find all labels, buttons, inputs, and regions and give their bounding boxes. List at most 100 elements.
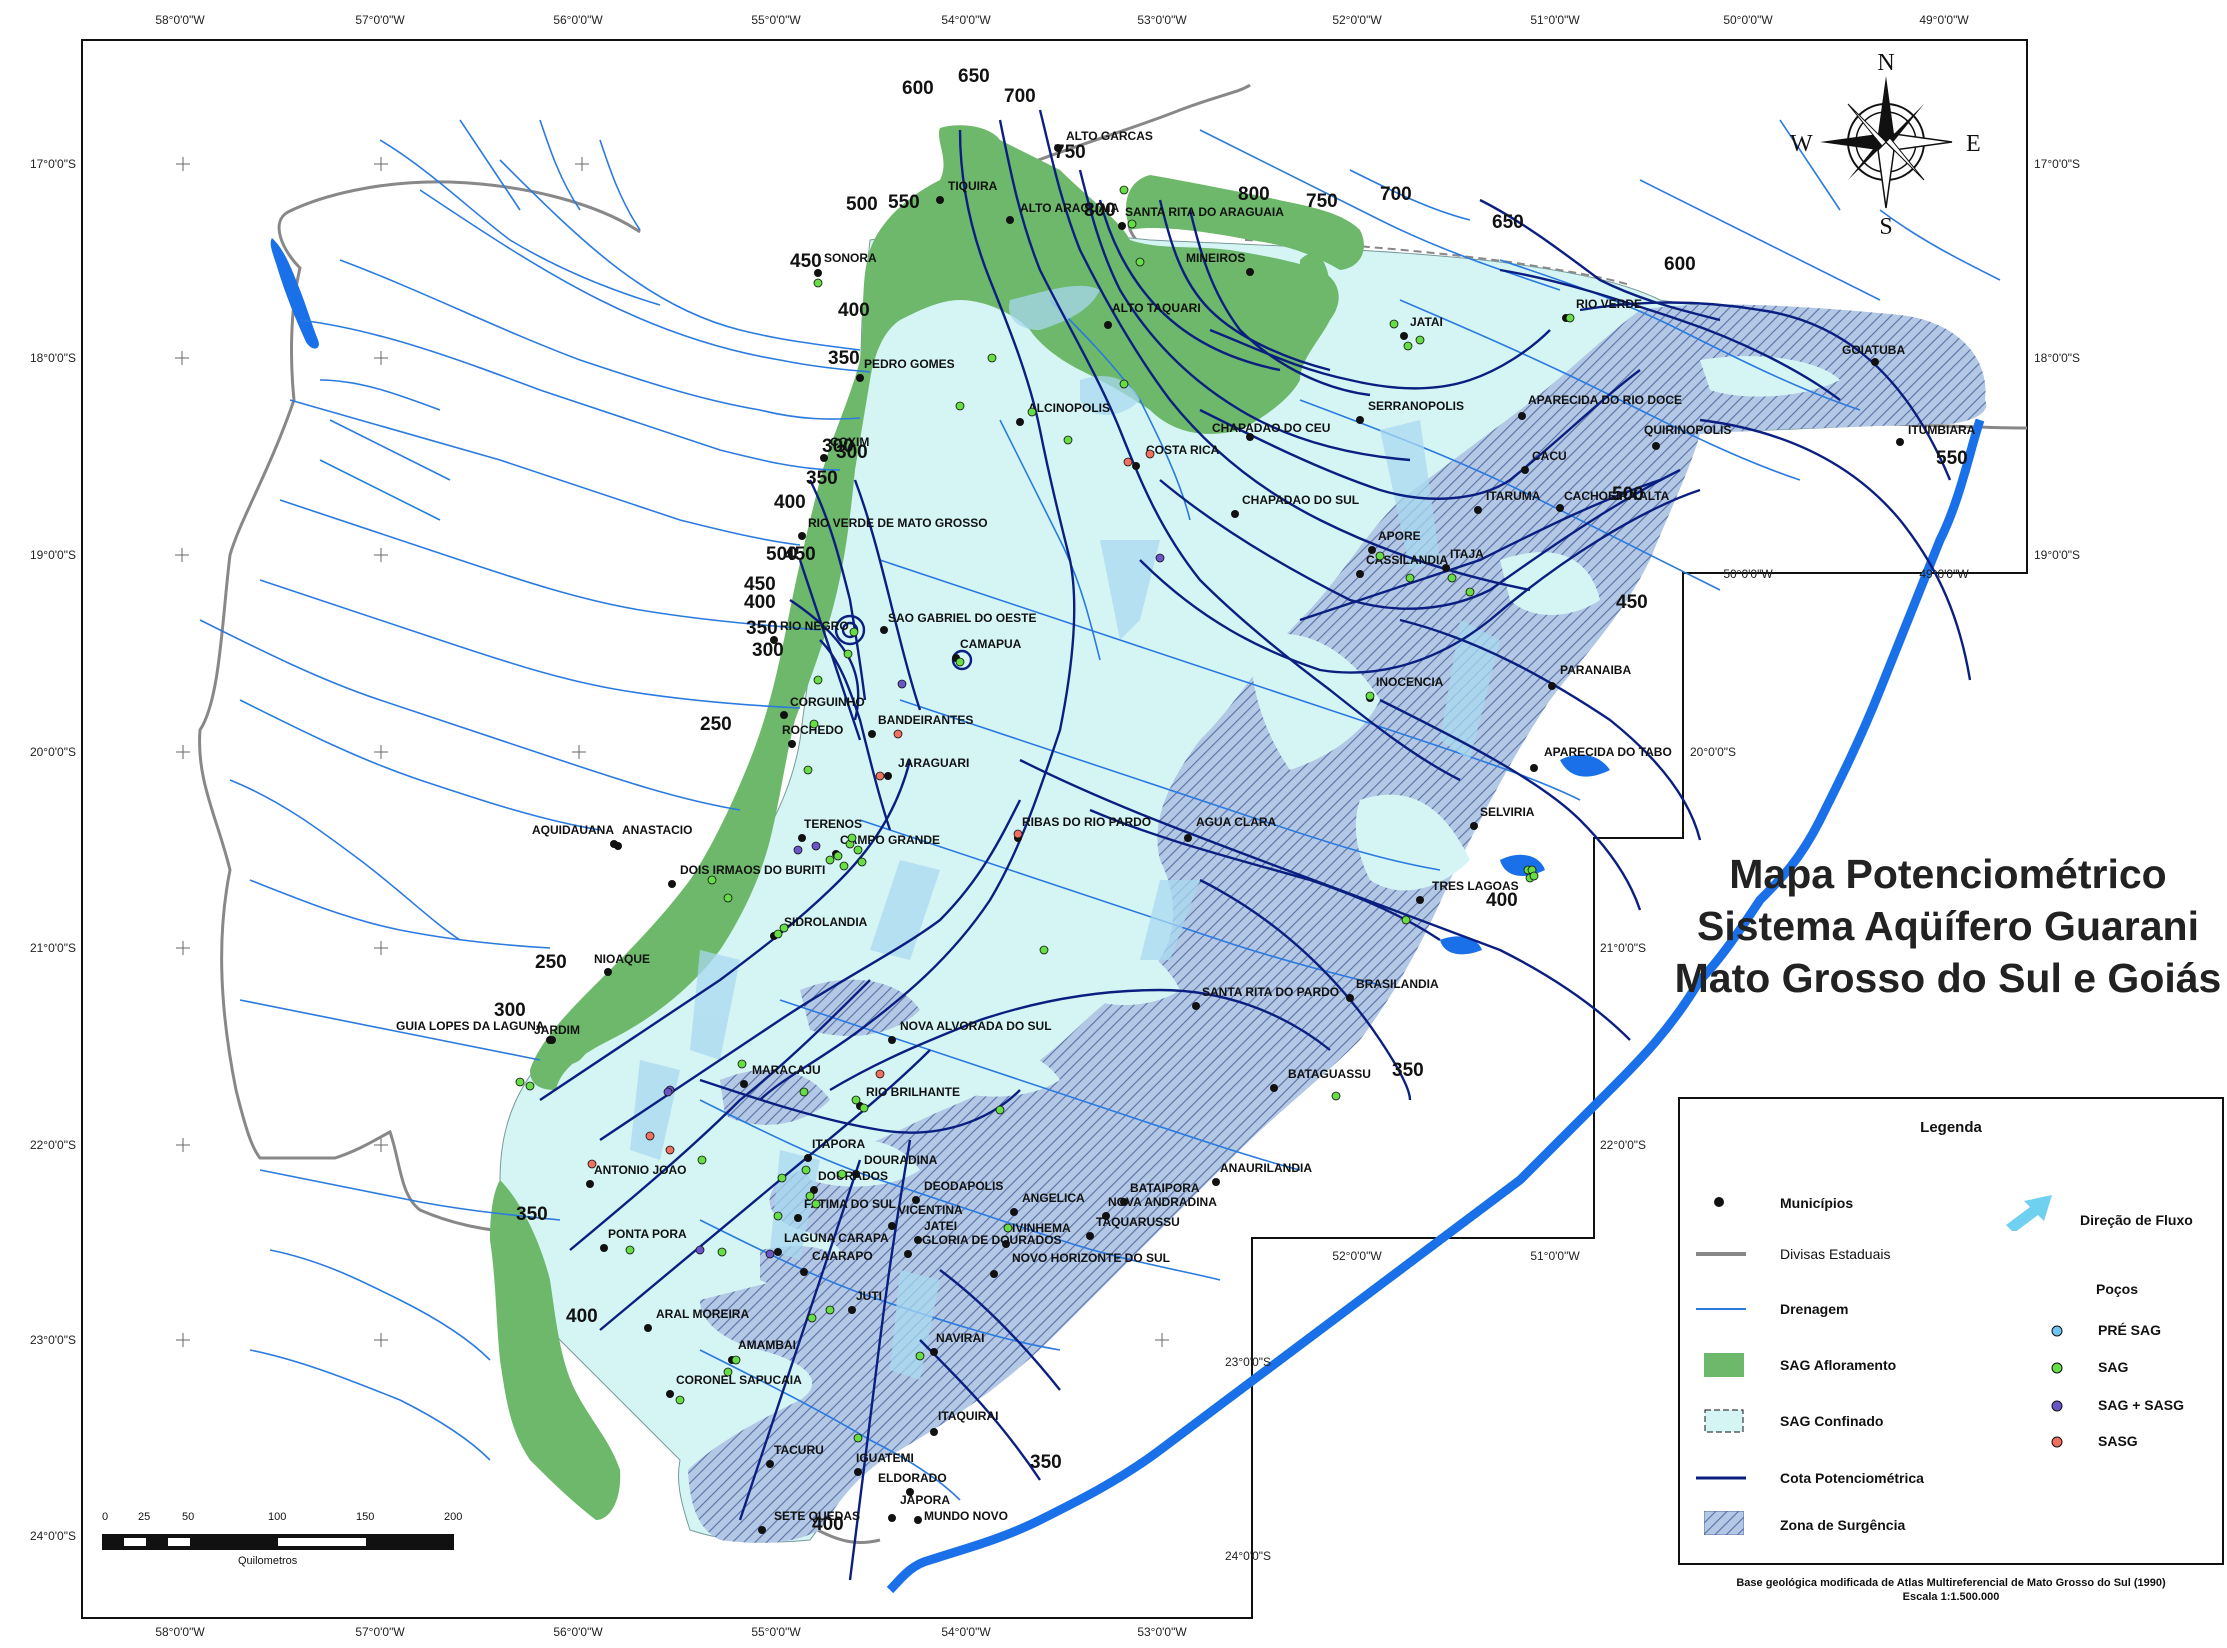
go-state-border <box>999 83 1251 177</box>
lat-label-left: 20°0'0"S <box>30 745 76 759</box>
municipality-label: ANGELICA <box>1022 1191 1085 1205</box>
municipality-dot <box>804 1154 812 1162</box>
municipality-dot <box>1010 1208 1018 1216</box>
municipality-label: TACURU <box>774 1443 824 1457</box>
well-dot <box>777 1173 787 1183</box>
well-dot <box>995 1105 1005 1115</box>
municipality-label: COXIM <box>830 435 869 449</box>
municipality-label: SIDROLANDIA <box>784 915 868 929</box>
municipality-label: AGUA CLARA <box>1196 815 1277 829</box>
contour-label: 650 <box>958 66 990 87</box>
municipality-label: RIBAS DO RIO PARDO <box>1022 815 1151 829</box>
well-dot <box>851 1095 861 1105</box>
well-dot <box>987 353 997 363</box>
municipality-dot <box>788 740 796 748</box>
legend-wells-heading: Poços <box>2096 1281 2139 1297</box>
well-dot <box>803 765 813 775</box>
well-dot <box>853 845 863 855</box>
map-title: Mapa Potenciométrico Sistema Aqüífero Gu… <box>1668 848 2227 1004</box>
municipality-dot <box>1102 1212 1110 1220</box>
municipality-label: CORONEL SAPUCAIA <box>676 1373 802 1387</box>
municipality-dot <box>1470 822 1478 830</box>
municipality-dot <box>814 269 822 277</box>
parana-river <box>886 418 1985 1594</box>
sag-outcrop-main <box>530 125 1339 1091</box>
well-dot <box>893 729 903 739</box>
municipality-dot <box>1400 332 1408 340</box>
well-dot <box>587 1159 597 1169</box>
municipality-label: CASSILANDIA <box>1366 553 1448 567</box>
municipality-dot <box>1270 1084 1278 1092</box>
municipality-label: SETE QUEDAS <box>774 1509 860 1523</box>
municipio-symbol <box>1714 1197 1724 1207</box>
well-dot <box>915 1351 925 1361</box>
municipality-label: BRASILANDIA <box>1356 977 1439 991</box>
north-arrow: N S E W <box>1790 50 1981 240</box>
municipality-dot <box>600 1244 608 1252</box>
legend-cota: Cota Potenciométrica <box>1780 1470 1924 1486</box>
well-dot <box>1119 185 1129 195</box>
well-dot <box>645 1131 655 1141</box>
flow-arrow-symbol <box>2006 1195 2052 1231</box>
contour-label: 300 <box>836 442 868 463</box>
lon-label-top: 57°0'0"W <box>355 13 405 27</box>
lon-label-inner: 49°0'0"W <box>1919 567 1969 581</box>
legend-well-sasg: SASG <box>2098 1433 2138 1449</box>
municipality-label: TIQUIRA <box>948 179 998 193</box>
municipality-label: NOVO HORIZONTE DO SUL <box>1012 1251 1170 1265</box>
well-dot <box>849 627 859 637</box>
municipality-label: NOVA ALVORADA DO SUL <box>900 1019 1052 1033</box>
legend-well-sag: SAG <box>2098 1359 2129 1375</box>
municipality-label: PEDRO GOMES <box>864 357 955 371</box>
well-dot <box>801 1165 811 1175</box>
municipality-label: JARDIM <box>534 1023 580 1037</box>
legend-well-sag-sasg: SAG + SASG <box>2098 1397 2184 1413</box>
municipality-label: ITARUMA <box>1486 489 1541 503</box>
well-dot <box>853 1433 863 1443</box>
well-dot <box>811 1199 821 1209</box>
well-dot <box>875 771 885 781</box>
well-dot <box>1375 551 1385 561</box>
lat-label-right: 19°0'0"S <box>2034 548 2080 562</box>
municipality-dot <box>586 1180 594 1188</box>
municipality-dot <box>884 772 892 780</box>
municipality-label: VICENTINA <box>898 1203 963 1217</box>
lon-label-top: 55°0'0"W <box>751 13 801 27</box>
municipality-label: QUIRINOPOLIS <box>1644 423 1731 437</box>
well-dot <box>1063 435 1073 445</box>
municipality-label: NOVA ANDRADINA <box>1108 1195 1217 1209</box>
municipality-dot <box>800 1268 808 1276</box>
well-dot <box>1389 319 1399 329</box>
municipality-dot <box>868 730 876 738</box>
contour-label: 500 <box>766 544 798 565</box>
well-dot <box>825 855 835 865</box>
contour-label: 450 <box>784 544 816 565</box>
lon-label-top: 49°0'0"W <box>1919 13 1969 27</box>
well-dot <box>799 1087 809 1097</box>
municipality-label: CHAPADAO DO SUL <box>1242 493 1359 507</box>
lat-label-left: 18°0'0"S <box>30 351 76 365</box>
legend-fluxo: Direção de Fluxo <box>2080 1212 2193 1228</box>
municipality-dot <box>1346 994 1354 1002</box>
municipality-dot <box>1652 442 1660 450</box>
contour-label: 400 <box>566 1306 598 1327</box>
municipality-dot <box>1556 504 1564 512</box>
municipality-label: ROCHEDO <box>782 723 843 737</box>
well-dot <box>731 1355 741 1365</box>
municipality-label: SERRANOPOLIS <box>1368 399 1464 413</box>
municipality-dot <box>1212 1178 1220 1186</box>
municipality-label: ALCINOPOLIS <box>1028 401 1110 415</box>
municipality-dot <box>888 1222 896 1230</box>
contour-label: 400 <box>744 592 776 613</box>
municipality-dot <box>930 1348 938 1356</box>
municipality-label: MARACAJU <box>752 1063 821 1077</box>
municipality-dot <box>820 454 828 462</box>
well-dot <box>793 845 803 855</box>
municipality-label: ITAQUIRAI <box>938 1409 998 1423</box>
lat-label-left: 22°0'0"S <box>30 1138 76 1152</box>
municipality-dot <box>888 1036 896 1044</box>
municipality-dot <box>1442 564 1450 572</box>
municipality-dot <box>604 968 612 976</box>
well-sasg-symbol <box>2051 1436 2063 1448</box>
well-dot <box>1127 219 1137 229</box>
